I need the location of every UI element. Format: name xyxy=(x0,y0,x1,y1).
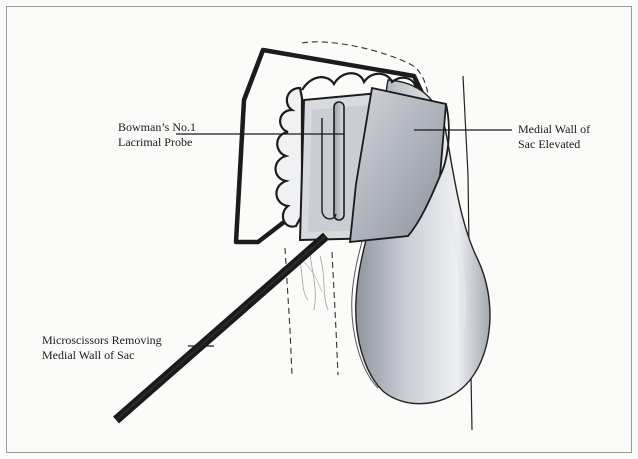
medial-wall-label-line1: Medial Wall of xyxy=(518,122,590,137)
probe-label-line1: Bowman’s No.1 xyxy=(118,120,196,135)
probe-label: Bowman’s No.1 Lacrimal Probe xyxy=(118,120,196,150)
microscissors-label: Microscissors Removing Medial Wall of Sa… xyxy=(42,333,162,363)
microscissors-label-line1: Microscissors Removing xyxy=(42,333,162,348)
probe-label-line2: Lacrimal Probe xyxy=(118,135,196,150)
microscissors-label-line2: Medial Wall of Sac xyxy=(42,348,162,363)
medial-wall-label-line2: Sac Elevated xyxy=(518,137,590,152)
microscissors xyxy=(116,236,326,420)
medial-wall-label: Medial Wall of Sac Elevated xyxy=(518,122,590,152)
